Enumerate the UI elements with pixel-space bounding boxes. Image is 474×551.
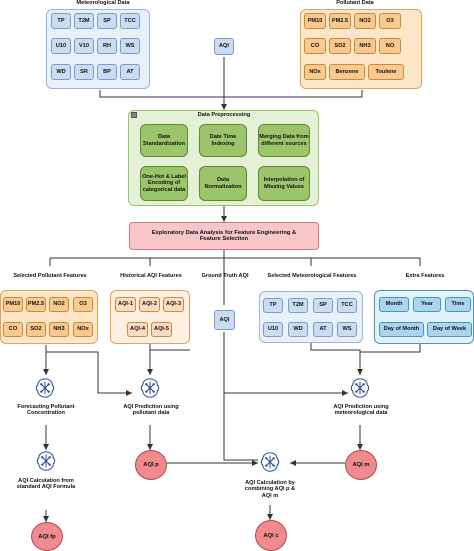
- selected-met-item: AT: [313, 322, 333, 337]
- extra-features-title: Extra Features: [405, 273, 445, 279]
- selected-pollutant-item: PM10: [3, 297, 23, 312]
- met-item: RH: [97, 38, 117, 54]
- extra-feature-item: Time: [445, 297, 471, 312]
- preprocessing-step: Merging Data from different sources: [258, 124, 310, 157]
- pollutant-item: PM2.5: [329, 13, 351, 29]
- preprocessing-step: Data Normalization: [199, 166, 247, 201]
- selected-met-item: TCC: [337, 298, 357, 313]
- selected-pollutant-title: Selected Pollutant Features: [13, 273, 87, 279]
- selected-met-item: U10: [263, 322, 283, 337]
- neural-network-icon: [36, 451, 56, 471]
- selected-pollutant-item: SO2: [26, 322, 46, 337]
- met-item: BP: [97, 64, 117, 80]
- meteorological-data-title: Meteorological Data: [76, 0, 130, 6]
- pollutant-item: NH3: [354, 38, 376, 54]
- neural-network-icon: [260, 452, 280, 472]
- calc-combined-label: AQI Calculation by combining AQI p & AQI…: [244, 480, 296, 499]
- aqi-c-output: AQI c: [255, 520, 287, 551]
- met-item: WD: [51, 64, 71, 80]
- met-item: SP: [97, 13, 117, 29]
- pred-met-label: AQI Prediction using meteorological data: [333, 404, 389, 417]
- calc-standard-label: AQI Calculation from standard AQI Formul…: [16, 478, 76, 491]
- extra-feature-item: Day of Month: [379, 322, 424, 337]
- met-item: AT: [120, 64, 140, 80]
- aqi-source: AQI: [214, 38, 234, 55]
- selected-pollutant-item: NOx: [73, 322, 93, 337]
- pollutant-item: O3: [379, 13, 401, 29]
- preprocessing-step: One-Hot & Label Encoding of categorical …: [140, 166, 188, 201]
- selected-met-item: TP: [263, 298, 283, 313]
- selected-met-item: SP: [313, 298, 333, 313]
- preprocessing-step: Date Time Indexing: [199, 124, 247, 157]
- selected-met-title: Selected Meteorological Features: [267, 273, 357, 279]
- met-item: TCC: [120, 13, 140, 29]
- selected-met-item: WD: [288, 322, 308, 337]
- neural-network-icon: [350, 378, 370, 398]
- pollutant-item: Toulene: [368, 64, 404, 80]
- pollutant-item: NO: [379, 38, 401, 54]
- extra-feature-item: Day of Week: [427, 322, 472, 337]
- historical-aqi-title: Historical AQI Features: [120, 273, 182, 279]
- ground-truth-aqi: AQI: [214, 310, 235, 330]
- selected-pollutant-item: O3: [73, 297, 93, 312]
- preprocessing-step: Interpolation of Missing Values: [258, 166, 310, 201]
- forecast-label: Forecasting Pollutant Concentration: [17, 404, 75, 417]
- ground-truth-title: Ground Truth AQI: [201, 273, 249, 279]
- met-item: TP: [51, 13, 71, 29]
- extra-feature-item: Year: [413, 297, 441, 312]
- extra-feature-item: Month: [379, 297, 409, 312]
- pollutant-item: Benzene: [329, 64, 365, 80]
- pollutant-item: NO2: [354, 13, 376, 29]
- selected-pollutant-item: CO: [3, 322, 23, 337]
- pollutant-item: CO: [304, 38, 326, 54]
- met-item: V10: [74, 38, 94, 54]
- pollutant-item: SO2: [329, 38, 351, 54]
- historical-aqi-item: AQI-4: [127, 322, 148, 337]
- pollutant-item: PM10: [304, 13, 326, 29]
- selected-pollutant-item: NO2: [49, 297, 69, 312]
- historical-aqi-item: AQI-1: [115, 297, 136, 312]
- selected-met-item: WS: [337, 322, 357, 337]
- historical-aqi-item: AQI-2: [139, 297, 160, 312]
- pred-pollutant-label: AQI Prediction using pollutant data: [123, 404, 179, 417]
- aqi-p-output: AQI p: [135, 450, 167, 480]
- eda-box: Exploratory Data Analysis for Feature En…: [129, 222, 319, 250]
- neural-network-icon: [140, 378, 160, 398]
- pollutant-item: NOx: [304, 64, 326, 80]
- aqi-m-output: AQI m: [345, 450, 377, 480]
- met-item: U10: [51, 38, 71, 54]
- historical-aqi-item: AQI-3: [163, 297, 184, 312]
- neural-network-icon: [35, 378, 55, 398]
- preprocessing-title: Data Preprocessing: [197, 112, 251, 118]
- aqi-fp-output: AQI fp: [31, 522, 63, 551]
- historical-aqi-item: AQI-5: [151, 322, 172, 337]
- met-item: SR: [74, 64, 94, 80]
- pollutant-data-title: Pollutant Data: [336, 0, 374, 6]
- met-item: WS: [120, 38, 140, 54]
- met-item: T2M: [74, 13, 94, 29]
- selected-pollutant-item: NH3: [49, 322, 69, 337]
- collapse-icon: [131, 112, 137, 118]
- preprocessing-step: Data Standardization: [140, 124, 188, 157]
- selected-pollutant-item: PM2.5: [26, 297, 46, 312]
- selected-met-item: T2M: [288, 298, 308, 313]
